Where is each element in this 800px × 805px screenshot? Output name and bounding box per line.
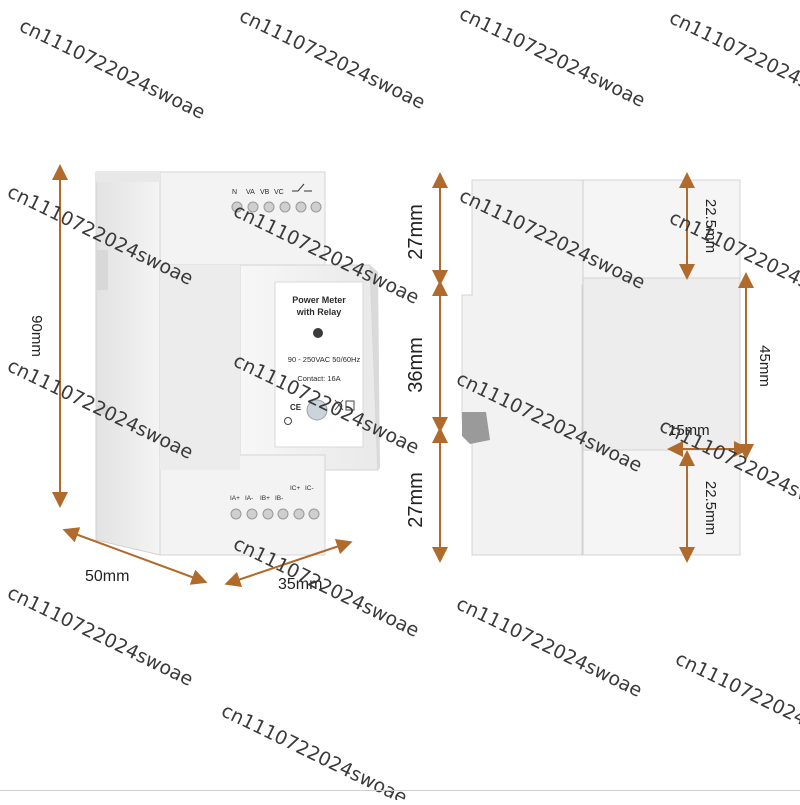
relay-symbol-icon — [292, 183, 312, 192]
watermark-text: cn1110722024swoae — [16, 15, 209, 124]
terminal-label-ib-plus: IB+ — [260, 495, 270, 502]
watermark-text: cn1110722024swoae — [453, 593, 646, 702]
dimension-depth: 35mm — [278, 576, 322, 593]
label-voltage: 90 - 250VAC 50/60Hz — [288, 355, 361, 364]
bottom-border — [0, 790, 800, 791]
label-contact: Contact: 16A — [297, 374, 340, 383]
dimension-rail-bottom: 22.5mm — [702, 481, 719, 535]
dimension-side-bottom: 27mm — [405, 472, 427, 528]
watermark-text: cn1110722024swoae — [456, 3, 649, 112]
dimension-rail-top: 22.5mm — [702, 199, 719, 253]
rail-clip — [462, 412, 490, 444]
bottom-terminal-labels: IA+ IA- IB+ IB- IC+ IC- — [230, 485, 314, 502]
label-title-line1: Power Meter — [292, 295, 346, 305]
dimension-front-step: 45mm — [756, 345, 773, 387]
watermark-text: cn1110722024swoae — [666, 7, 800, 116]
dimension-arrows-right: 27mm 36mm 27mm 22.5mm 45mm 15mm 22.5mm — [405, 172, 773, 563]
dimension-side-top: 27mm — [405, 204, 427, 260]
double-insulation-icon — [345, 400, 355, 411]
terminal-label-va: VA — [246, 189, 255, 196]
dimension-arrows-left: 90mm 50mm 35mm — [28, 164, 353, 593]
terminal-label-ia-plus: IA+ — [230, 495, 240, 502]
watermark-text: cn1110722024swoae — [230, 533, 423, 642]
device-perspective-view: N VA VB VC Power Meter with Relay 90 - 2… — [95, 171, 380, 556]
top-terminal-labels: N VA VB VC — [232, 183, 312, 196]
dimension-side-middle: 36mm — [405, 337, 427, 393]
terminal-label-n: N — [232, 189, 237, 196]
status-led-icon — [313, 328, 323, 338]
watermark-text: cn1110722024swoae — [218, 700, 411, 800]
button-icon — [306, 399, 328, 421]
recycle-icon — [284, 417, 292, 425]
terminal-label-ic-minus: IC- — [305, 485, 314, 492]
terminal-label-vc: VC — [274, 189, 284, 196]
terminal-label-ic-plus: IC+ — [290, 485, 301, 492]
ce-mark: CE — [290, 403, 302, 412]
watermark-text: cn1110722024swoae — [4, 582, 197, 691]
terminal-label-vb: VB — [260, 189, 270, 196]
terminal-label-ia-minus: IA- — [245, 495, 253, 502]
bottom-terminal-screws — [230, 508, 320, 520]
terminal-label-ib-minus: IB- — [275, 495, 283, 502]
front-label: Power Meter with Relay 90 - 250VAC 50/60… — [274, 281, 364, 448]
top-terminal-screws — [231, 201, 322, 213]
dimension-height: 90mm — [28, 315, 45, 357]
label-title-line2: with Relay — [296, 307, 342, 317]
dimension-step-depth: 15mm — [668, 422, 710, 439]
watermark-text: cn1110722024swoae — [672, 648, 800, 757]
weee-bin-icon — [334, 399, 344, 411]
watermark-text: cn1110722024swoae — [236, 5, 429, 114]
dimension-width: 50mm — [85, 568, 129, 585]
device-side-view — [461, 179, 741, 556]
